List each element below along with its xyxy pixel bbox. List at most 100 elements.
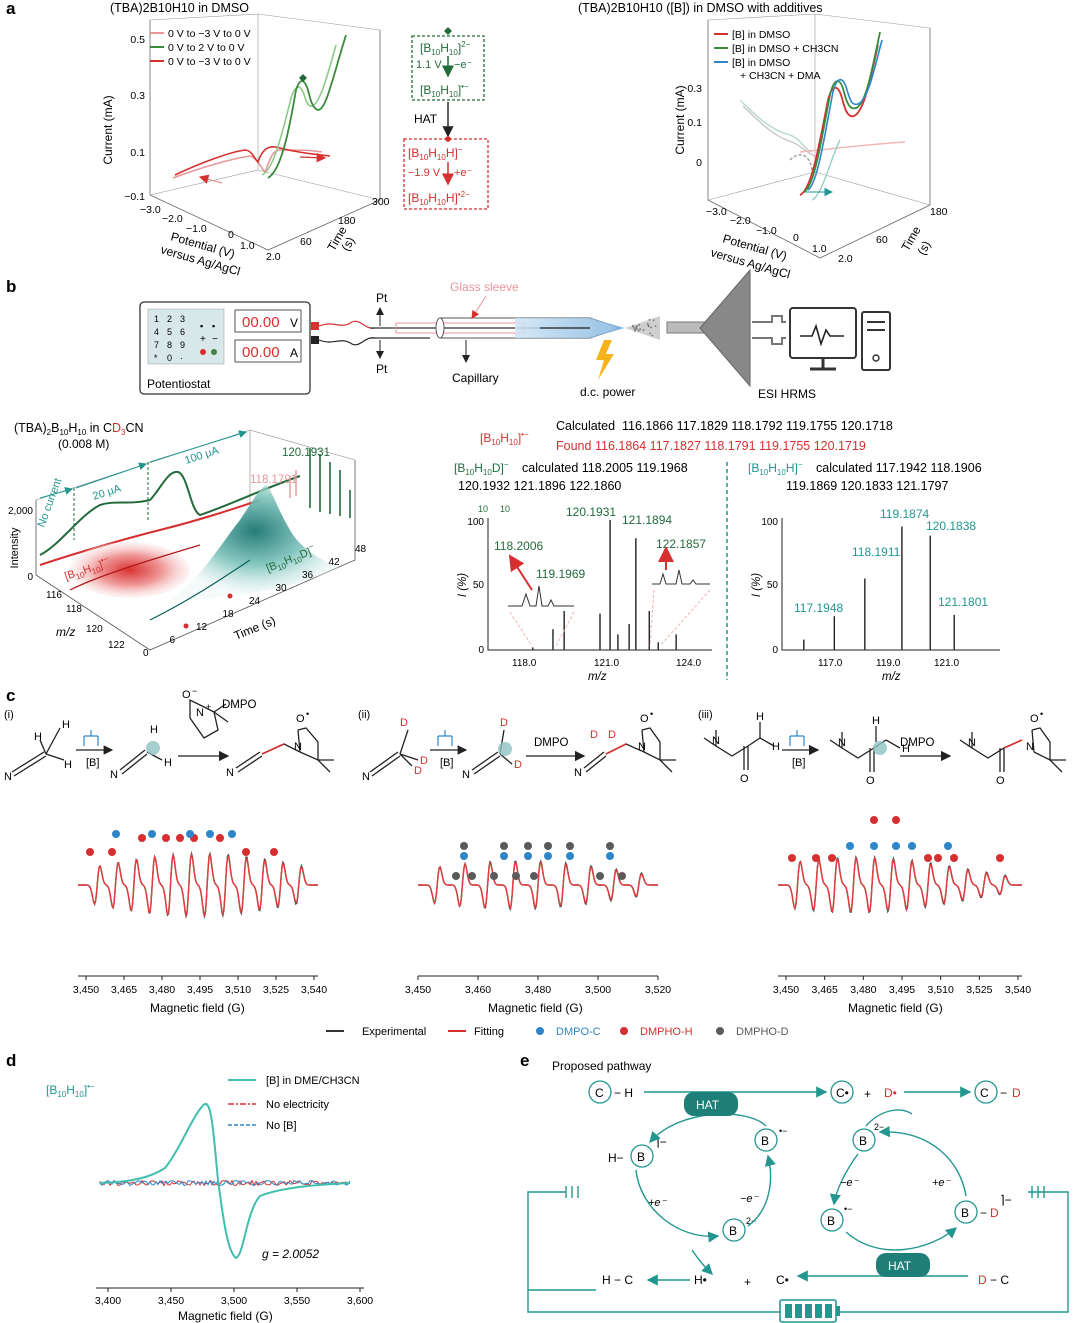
peak-marker	[186, 830, 194, 838]
svg-text:H: H	[34, 731, 42, 743]
connector-icon	[752, 316, 786, 344]
tick-label: 3,460	[465, 984, 491, 996]
svg-text:C: C	[595, 1086, 604, 1100]
species-label: [B10H10H]−	[748, 460, 803, 477]
legend-label: Fitting	[474, 1026, 504, 1038]
corner-tick: 10	[478, 504, 488, 514]
tick-label: 121.0	[594, 658, 619, 669]
panel-a-letter: a	[6, 0, 16, 18]
hat-label: HAT	[696, 1098, 720, 1112]
legend-label: + CH3CN + DMA	[740, 70, 821, 82]
peak-marker	[216, 834, 224, 842]
scheme-label: 1.1 V	[416, 59, 442, 71]
peak-marker	[524, 852, 532, 860]
tick-label: 3,450	[73, 984, 99, 996]
keypad-key: 3	[180, 314, 185, 324]
time-marker	[228, 594, 233, 599]
svg-text:O: O	[740, 773, 749, 785]
bond-red	[262, 744, 284, 754]
spray-dot	[649, 333, 651, 335]
found-values: 116.1864 117.1827 118.1791 119.1755 120.…	[595, 439, 866, 453]
cv-box-edge	[258, 170, 380, 200]
tick-label: 6	[170, 635, 176, 646]
tick-label: 2.0	[838, 253, 853, 265]
peak-marker	[908, 842, 916, 850]
epr-trace	[418, 863, 658, 909]
peak-label: 119.1969	[536, 567, 585, 581]
peak-marker	[924, 854, 932, 862]
tick-label: 116	[46, 590, 62, 601]
keypad-key: 1	[154, 314, 159, 324]
axis-label: Magnetic field (G)	[150, 1001, 245, 1015]
svg-text:D: D	[414, 765, 422, 777]
svg-text:D: D	[500, 717, 508, 729]
peak-marker	[892, 842, 900, 850]
tick-label: 118.0	[512, 658, 537, 669]
region-label: No current	[36, 477, 65, 529]
svg-text:D: D	[608, 729, 616, 741]
keypad-key: 7	[154, 340, 159, 350]
legend-label: DMPO-C	[556, 1026, 601, 1038]
svg-text:B: B	[637, 1150, 645, 1164]
svg-text:N: N	[462, 769, 470, 781]
tick-label: 0.3	[130, 90, 145, 102]
svg-text:H: H	[64, 759, 72, 771]
spray-dot	[634, 329, 636, 331]
roman-label: (i)	[4, 709, 14, 721]
tick-label: 60	[876, 234, 888, 246]
scheme-label: −e⁻	[454, 59, 473, 71]
panel-d: d [B10H10]•− [B] in DME/CH3CN No electri…	[6, 1051, 373, 1323]
waterfall-concentration: (0.008 M)	[58, 437, 109, 451]
epr-spectra	[78, 816, 1022, 916]
svg-text:N: N	[362, 771, 370, 783]
svg-text:O: O	[296, 713, 305, 725]
svg-text:C•: C•	[776, 1273, 789, 1287]
legend-label: DMPHO-H	[640, 1026, 693, 1038]
keypad-symbol: ▪	[212, 321, 215, 331]
epr-ticks: 3,4503,4653,4803,4953,5103,5253,5403,450…	[73, 976, 1031, 996]
peak-marker	[812, 854, 820, 862]
tick-label: 180	[930, 206, 948, 218]
current-value: 00.00	[242, 344, 280, 361]
tick-label: 0.5	[130, 34, 145, 46]
species-label: [B10H10]•−	[46, 1082, 95, 1099]
electron-label: −e⁻	[740, 1193, 760, 1205]
panel-a-right-cv: (TBA)2B10H10 ([B]) in DMSO with additive…	[578, 1, 948, 281]
tick-label: 50	[473, 580, 485, 591]
svg-text:N: N	[968, 737, 976, 749]
svg-text:O: O	[866, 775, 875, 787]
peak-marker	[566, 842, 574, 850]
panel-b-letter: b	[6, 277, 16, 296]
spray-dot	[632, 326, 634, 328]
region-label: 20 μA	[91, 482, 123, 503]
tick-label: 100	[761, 517, 778, 528]
svg-text:N: N	[638, 741, 646, 753]
electrode-icon	[76, 730, 112, 750]
keypad-green-button	[211, 349, 217, 355]
cv-curve-green	[804, 32, 880, 192]
cv-curve-blue	[808, 40, 882, 190]
region-label: 100 μA	[183, 444, 221, 466]
cv-dot-marker	[445, 136, 451, 142]
wire-red	[319, 321, 375, 328]
found-prefix: Found	[556, 439, 591, 453]
legend-label: DMPHO-D	[736, 1026, 789, 1038]
cv-right-legend: [B] in DMSO [B] in DMSO + CH3CN [B] in D…	[714, 29, 838, 82]
ms-axes	[782, 518, 1000, 650]
peak-marker	[566, 852, 574, 860]
cv-curve-pink	[173, 150, 322, 178]
peak-marker	[544, 852, 552, 860]
legend-label: Experimental	[362, 1026, 426, 1038]
svg-text:H: H	[150, 724, 158, 736]
svg-text:−: −	[1000, 1086, 1007, 1100]
ms-spectrum-left: [B10H10D]− calculated 118.2005 119.1968 …	[454, 460, 712, 683]
legend-label: [B] in DMSO + CH3CN	[732, 43, 838, 55]
peak-marker	[176, 834, 184, 842]
electron-label: +e⁻	[932, 1177, 952, 1189]
peak-label: 121.1894	[622, 513, 672, 527]
keypad-key: 6	[180, 327, 185, 337]
svg-text:O: O	[996, 775, 1005, 787]
svg-text:H•: H•	[694, 1273, 707, 1287]
tick-label: 3,500	[221, 1295, 247, 1307]
inset-left	[508, 586, 574, 606]
